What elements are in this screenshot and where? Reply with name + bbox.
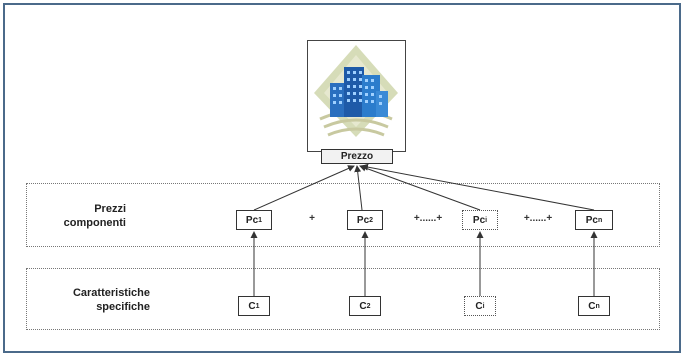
specific-features-label-line1: Caratteristiche: [72, 287, 150, 299]
specific-features-label: Caratteristiche specifiche: [30, 286, 150, 314]
operator-plus: +: [309, 213, 315, 224]
component-price-base: Pc: [585, 214, 598, 226]
feature-base: C: [248, 300, 256, 312]
feature-base: C: [588, 300, 596, 312]
specific-features-label-line2: specifiche: [96, 301, 150, 313]
feature-sub: 1: [255, 302, 260, 310]
specific-features-band: [26, 268, 660, 330]
component-price-base: Pc: [245, 214, 259, 226]
component-prices-label-line1: Prezzi: [94, 203, 126, 215]
component-price-base: Pc: [356, 214, 370, 226]
feature-sub: i: [482, 302, 485, 310]
component-price-sub: 1: [258, 216, 263, 224]
feature-base: C: [475, 300, 483, 312]
feature-sub: n: [595, 302, 600, 310]
arrow-price-i: [359, 164, 481, 211]
arrow-price-1: [253, 165, 355, 211]
feature-sub: 2: [366, 302, 371, 310]
operator-plus-ellipsis: +......+: [523, 213, 553, 224]
component-price-sub: 2: [369, 216, 374, 224]
component-price-sub: n: [597, 216, 603, 224]
price-label: Prezzo: [321, 149, 393, 164]
component-price-base: Pc: [472, 214, 486, 226]
component-prices-label: Prezzi componenti: [30, 202, 126, 230]
operator-plus-ellipsis: +......+: [413, 213, 443, 224]
component-prices-label-line2: componenti: [63, 217, 126, 229]
arrow-price-n: [361, 163, 595, 211]
arrow-price-2: [354, 165, 363, 211]
building-icon: [314, 45, 398, 137]
feature-base: C: [359, 300, 367, 312]
building-illustration: [307, 40, 406, 152]
component-price-sub: i: [485, 216, 488, 224]
component-prices-band: [26, 183, 660, 247]
